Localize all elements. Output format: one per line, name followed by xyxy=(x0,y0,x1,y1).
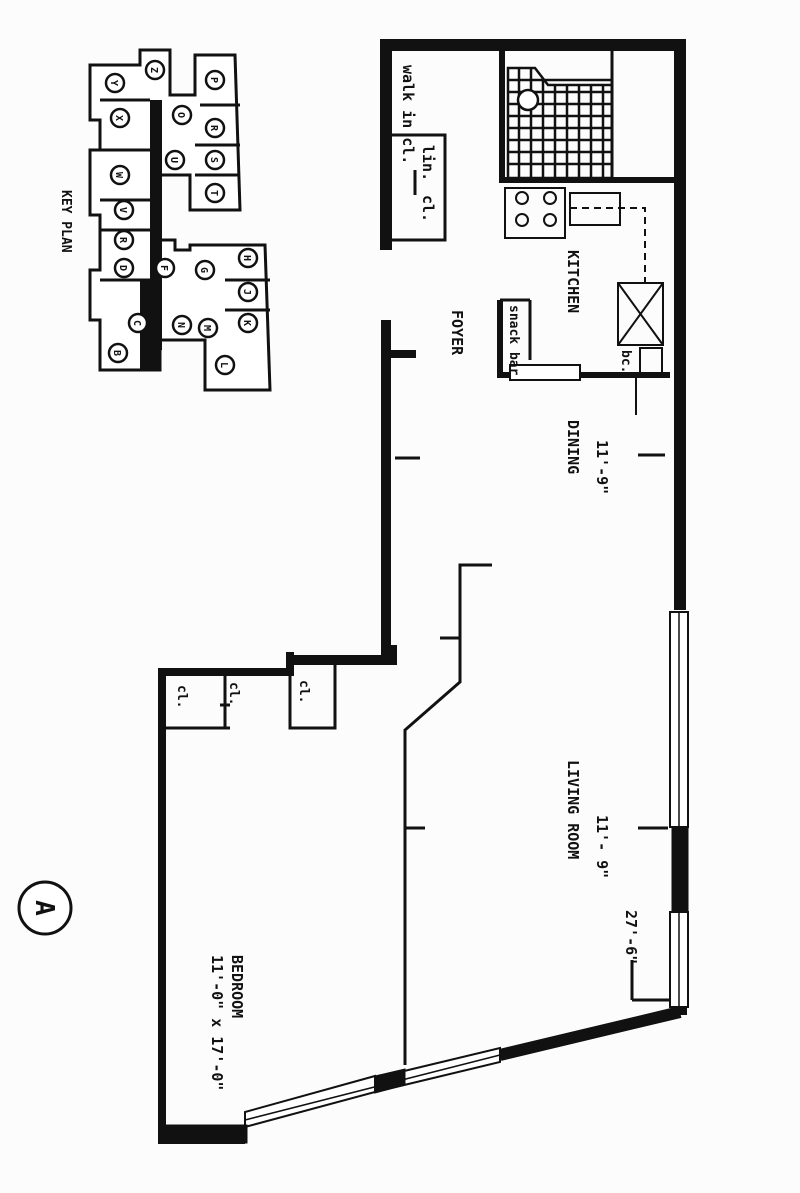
living-room-dimension: 11'- 9" xyxy=(593,815,611,878)
unit-label: V xyxy=(117,207,128,213)
unit-label: Y xyxy=(108,80,119,86)
plan-marker-circle xyxy=(17,880,73,936)
unit-label: R xyxy=(117,237,128,244)
bc-label: bc. xyxy=(618,350,633,373)
kitchen-appliances xyxy=(504,187,664,374)
windows xyxy=(161,611,689,1144)
unit-label: M xyxy=(201,325,212,331)
unit-label: W xyxy=(113,172,124,179)
unit-label: F xyxy=(158,265,169,271)
unit-label: X xyxy=(113,115,124,121)
key-plan-title: KEY PLAN xyxy=(58,190,73,253)
unit-label: S xyxy=(208,157,219,163)
unit-label: T xyxy=(208,190,219,196)
unit-label: G xyxy=(198,267,209,273)
foyer-label: FOYER xyxy=(448,310,466,356)
dining-dimension: 11'-9" xyxy=(593,440,611,494)
plan-marker-label: A xyxy=(29,900,59,916)
unit-label: N xyxy=(175,322,186,328)
linen-closet-label: lin. xyxy=(419,145,437,181)
snack-bar-label: snack bar xyxy=(506,305,521,376)
unit-label: L xyxy=(218,362,229,368)
stove-burner-icon xyxy=(515,191,529,205)
key-plan xyxy=(88,48,272,392)
unit-label: J xyxy=(241,289,252,295)
bedroom-closet-label: cl. xyxy=(174,685,189,708)
bedroom-closet-label: cl. xyxy=(226,682,241,705)
unit-label: H xyxy=(241,255,252,261)
unit-label: D xyxy=(117,265,128,271)
living-room-label: LIVING ROOM xyxy=(564,760,582,859)
walk-in-closet-label: walk in cl. xyxy=(399,65,417,164)
bedroom-label: BEDROOM xyxy=(228,955,246,1018)
unit-label: B xyxy=(111,350,122,356)
dining-label: DINING xyxy=(564,420,582,474)
closet-label: cl. xyxy=(419,195,437,222)
shower-tile-grid xyxy=(506,66,614,180)
unit-label: R xyxy=(208,125,219,132)
bedroom-dimension: 11'-0" x 17'-0" xyxy=(208,955,226,1090)
unit-label: C xyxy=(131,320,142,326)
room-labels: walk in cl. lin. cl. KITCHEN FOYER snack… xyxy=(174,65,640,1090)
living-room-length: 27'-6" xyxy=(622,910,640,964)
unit-label: Z xyxy=(148,67,159,73)
unit-label: P xyxy=(208,77,219,83)
hall-closet-label: cl. xyxy=(296,680,311,703)
unit-label: K xyxy=(241,320,252,326)
unit-label: O xyxy=(175,112,186,118)
kitchen-label: KITCHEN xyxy=(564,250,582,313)
key-plan-unit-letters: Z Y X W V R D C B O U P R S T F G H J K … xyxy=(108,67,252,368)
unit-label: U xyxy=(168,157,179,163)
key-plan-unit-markers xyxy=(104,59,259,376)
